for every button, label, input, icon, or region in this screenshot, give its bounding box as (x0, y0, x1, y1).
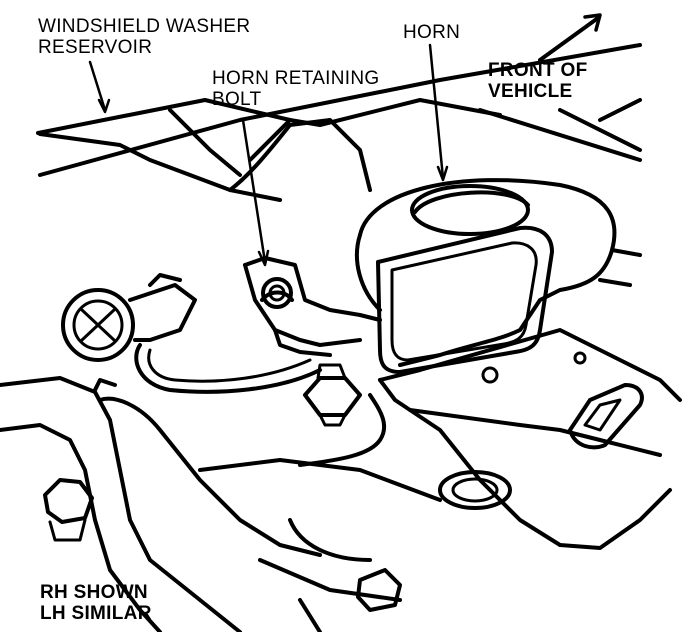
label-rh-shown: RH SHOWN LH SIMILAR (40, 582, 152, 624)
horn-bracket (243, 256, 382, 357)
label-front-of-vehicle: FRONT OF VEHICLE (488, 60, 588, 102)
leader-reservoir (88, 60, 107, 112)
label-horn-retaining-bolt-line1: HORN RETAINING (212, 68, 380, 89)
support-member (38, 43, 642, 177)
leader-horn (428, 43, 445, 180)
label-front-of-vehicle-line1: FRONT OF (488, 60, 588, 81)
label-horn-retaining-bolt: HORN RETAINING BOLT (212, 68, 379, 110)
label-rh-shown-line2: LH SIMILAR (40, 603, 152, 624)
label-rh-shown-line1: RH SHOWN (40, 582, 148, 603)
label-horn-retaining-bolt-line2: BOLT (212, 89, 262, 110)
bolt-left-lower (43, 478, 94, 542)
leader-bolt (241, 118, 267, 264)
label-washer-reservoir-line1: WINDSHIELD WASHER (38, 16, 251, 37)
label-washer-reservoir-line2: RESERVOIR (38, 37, 153, 58)
label-front-of-vehicle-line2: VEHICLE (488, 81, 573, 102)
horn-body (355, 178, 642, 374)
label-horn-line1: HORN (403, 22, 461, 43)
front-of-vehicle-arrow (538, 13, 602, 62)
washer-reservoir-body (36, 98, 502, 202)
wire-loop (134, 343, 387, 467)
lower-structure (198, 458, 442, 632)
lower-bracket-plate (378, 328, 682, 550)
grommet-left (61, 273, 197, 362)
label-washer-reservoir: WINDSHIELD WASHER RESERVOIR (38, 16, 250, 58)
leader-lines (88, 43, 449, 267)
label-horn: HORN (403, 22, 460, 43)
